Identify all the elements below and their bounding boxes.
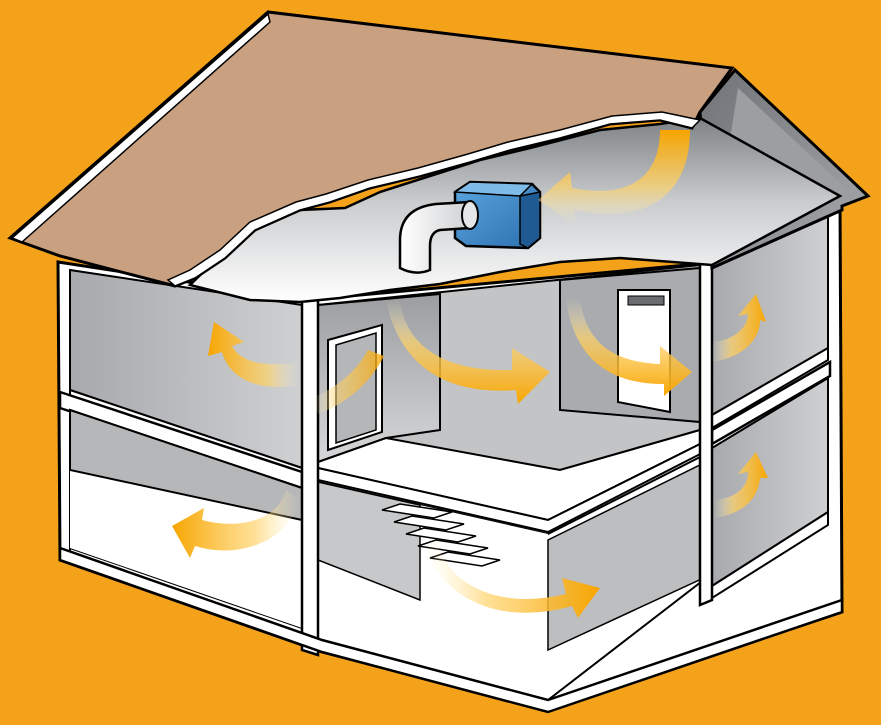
house-ventilation-diagram [0, 0, 881, 725]
